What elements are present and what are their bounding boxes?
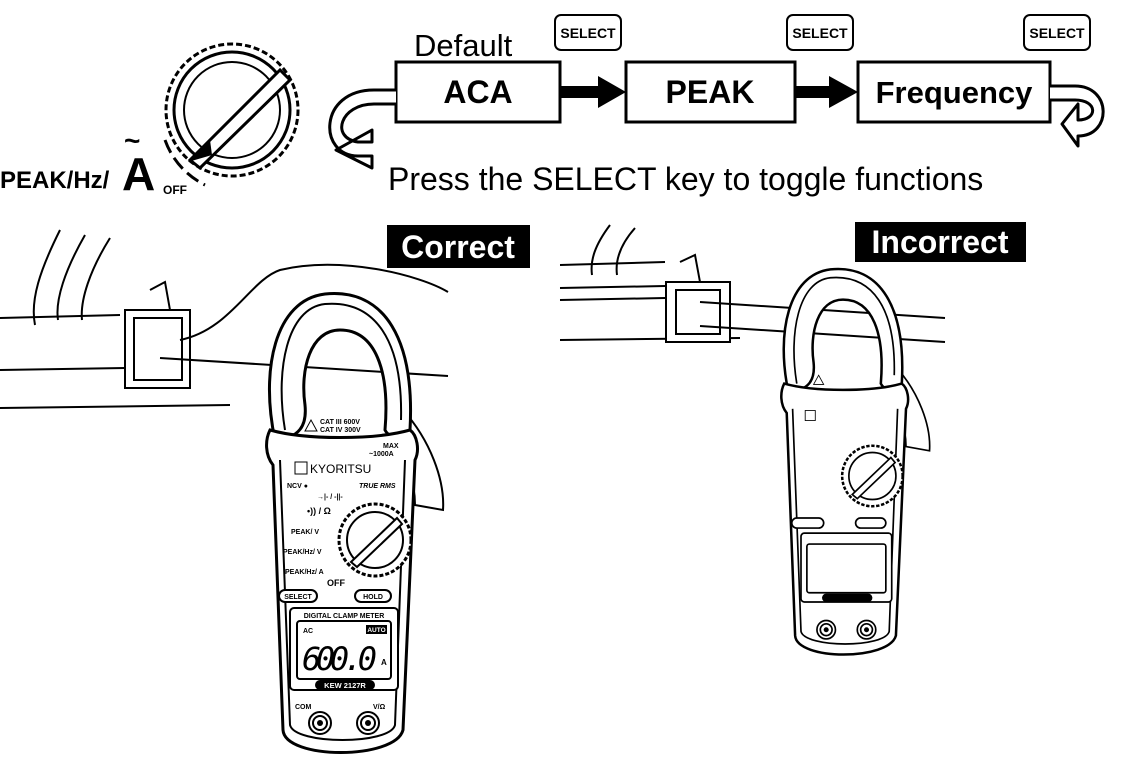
svg-text:Incorrect: Incorrect: [872, 224, 1009, 260]
select-key-3: SELECT: [1023, 14, 1091, 51]
com-label: COM: [295, 704, 312, 711]
svg-text:SELECT: SELECT: [792, 25, 848, 41]
com-jack[interactable]: [308, 711, 332, 735]
select-button-shape[interactable]: [278, 589, 318, 603]
warning-icon: [304, 418, 318, 432]
brand-name: KYORITSU: [310, 462, 371, 476]
lcd-auto-indicator: AUTO: [367, 627, 385, 634]
dial-label-amp: A: [122, 148, 155, 200]
ac-tilde: ~: [124, 125, 140, 156]
clamp-meter-incorrect: [780, 267, 931, 656]
svg-text:PEAK: PEAK: [666, 74, 755, 110]
dial-label-off: OFF: [163, 183, 187, 197]
select-button[interactable]: SELECT: [284, 594, 312, 601]
rotary-dial: [163, 42, 300, 187]
lcd-screen: [296, 620, 392, 680]
cat-rating-1: CAT III 600V: [320, 419, 360, 426]
true-rms-label: TRUE RMS: [359, 483, 396, 490]
peak-v-dc-label: PEAK/ V: [291, 529, 319, 536]
hold-button-shape[interactable]: [354, 589, 392, 603]
select-key-2: SELECT: [786, 14, 854, 51]
vo-jack[interactable]: [356, 711, 380, 735]
correct-label: Correct: [387, 225, 530, 268]
max-label: MAX: [383, 443, 399, 450]
rotary-switch[interactable]: [337, 502, 413, 578]
kyoritsu-logo-icon: [294, 461, 308, 475]
clamp-meter-correct: CAT III 600V CAT IV 300V MAX ~1000A KYOR…: [265, 292, 445, 754]
ohm-label: •)) / Ω: [307, 506, 331, 516]
select-key-1: SELECT: [554, 14, 622, 51]
dial-label-prefix: PEAK/Hz/: [0, 167, 110, 194]
function-box-aca: ACA: [394, 60, 562, 124]
loop-arrow-left: [328, 88, 396, 170]
svg-text:Correct: Correct: [401, 229, 515, 265]
function-box-frequency: Frequency: [856, 60, 1052, 124]
peak-hz-v-label: PEAK/Hz/ V: [283, 549, 322, 556]
off-label: OFF: [327, 578, 345, 588]
lcd-title: DIGITAL CLAMP METER: [304, 613, 385, 620]
default-label: Default: [414, 28, 513, 63]
loop-arrow-right: [1050, 84, 1105, 148]
arrow-peak-to-frequency: [796, 76, 858, 108]
dial-pointer: [187, 67, 293, 171]
vo-label: V/Ω: [373, 704, 386, 711]
instruction-text: Press the SELECT key to toggle functions: [388, 161, 983, 197]
cat-rating-2: CAT IV 300V: [320, 427, 361, 434]
hold-button[interactable]: HOLD: [363, 594, 383, 601]
svg-text:Frequency: Frequency: [876, 75, 1034, 110]
svg-text:ACA: ACA: [443, 74, 512, 110]
incorrect-panel-lines: [559, 224, 946, 343]
max-value: ~1000A: [369, 451, 394, 458]
lcd-unit: A: [381, 658, 387, 667]
function-box-peak: PEAK: [624, 60, 797, 124]
diode-cap-label: →|- / -||-: [317, 494, 343, 501]
svg-text:SELECT: SELECT: [560, 25, 616, 41]
svg-text:SELECT: SELECT: [1029, 25, 1085, 41]
peak-hz-a-label: PEAK/Hz/ A: [285, 569, 324, 576]
lcd-ac-indicator: AC: [303, 628, 313, 635]
incorrect-label: Incorrect: [855, 222, 1026, 262]
model-label: KEW 2127R: [324, 681, 366, 690]
ncv-label: NCV ●: [287, 483, 308, 490]
lcd-reading: 600.0: [302, 640, 377, 678]
arrow-aca-to-peak: [561, 76, 626, 108]
